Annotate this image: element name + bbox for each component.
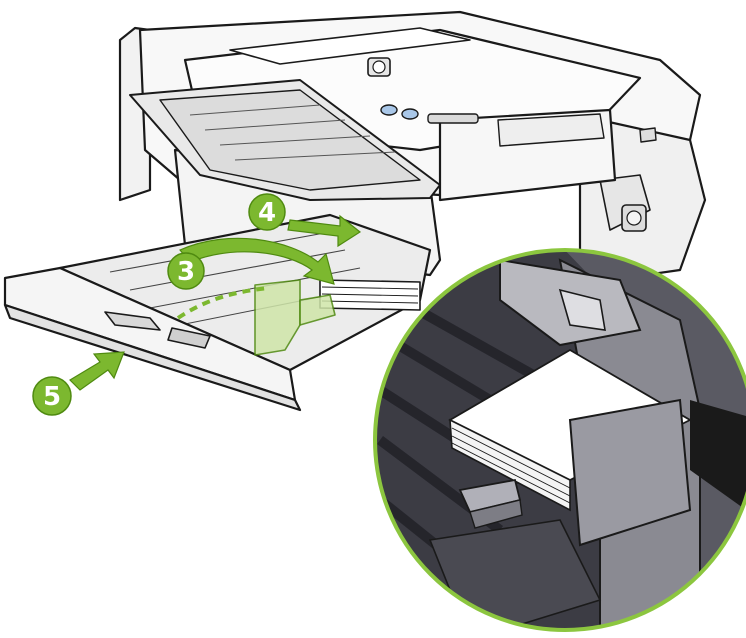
arrow-icon [179,237,335,285]
arrow-icon [176,286,269,320]
paper-width-guide [254,279,336,356]
hp-side-logo-icon [621,204,647,232]
printer-body [118,10,707,282]
hp-logo-icon [367,57,391,77]
step-label: 3 [177,257,195,287]
control-buttons [380,104,479,124]
step-label: 5 [43,382,61,412]
step-label: 4 [258,198,276,228]
step-badge-4: 4 [248,193,286,231]
output-tray [129,79,441,201]
step-badge-5: 5 [32,376,72,416]
arrow-icon [287,214,362,248]
magnifier-inset [373,248,746,632]
arrow-icon [69,351,125,391]
step-arrows [69,214,362,391]
step-badge-3: 3 [167,252,205,290]
